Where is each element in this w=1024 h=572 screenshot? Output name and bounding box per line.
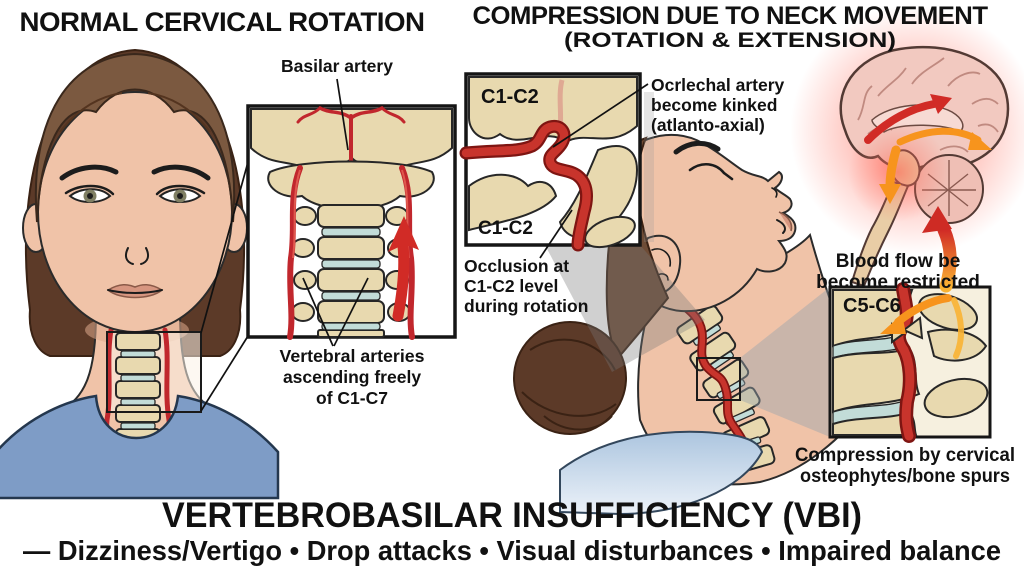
footer-title: VERTEBROBASILAR INSUFFICIENCY (VBI) bbox=[162, 496, 862, 535]
front-figure bbox=[0, 48, 280, 500]
kinked-pointer bbox=[552, 83, 649, 148]
compression-label-1: Compression by cervical bbox=[795, 445, 1015, 466]
spine-callout-rect bbox=[696, 357, 741, 401]
flow-tail bbox=[951, 297, 964, 359]
occlusion-pointer bbox=[539, 209, 573, 259]
kinked-artery bbox=[461, 122, 591, 250]
face-features bbox=[59, 164, 211, 299]
c2-facet bbox=[584, 215, 636, 249]
bun-swirls bbox=[521, 338, 617, 431]
brain-flow-arrows bbox=[864, 94, 992, 204]
ischemia-glow bbox=[848, 122, 948, 222]
basilar-artery-art bbox=[296, 106, 406, 162]
blood-flow-label-2: become restricted bbox=[816, 272, 980, 293]
inset-c1c2 bbox=[459, 72, 654, 252]
kinked-label-1: Ocrlechal artery bbox=[651, 75, 785, 95]
brain-figure bbox=[790, 5, 1024, 288]
kinked-label-2: become kinked bbox=[651, 95, 777, 115]
hair-front bbox=[34, 52, 236, 223]
compression-arrow-head bbox=[880, 314, 906, 334]
cervical-column bbox=[291, 204, 411, 338]
c1c2-top-label: C1-C2 bbox=[481, 86, 539, 108]
callout-line-top bbox=[200, 161, 249, 334]
footer-symptoms: — Dizziness/Vertigo • Drop attacks • Vis… bbox=[23, 535, 1001, 566]
blood-flow-label-1: Blood flow be bbox=[836, 251, 961, 272]
compression-label-2: osteophytes/bone spurs bbox=[800, 466, 1010, 487]
vertebral-label-1: Vertebral arteries bbox=[280, 346, 425, 366]
inset-c5c6 bbox=[828, 282, 992, 443]
c1-bone bbox=[468, 173, 558, 232]
process-lower bbox=[923, 377, 989, 419]
occlusion-label-1: Occlusion at bbox=[464, 256, 569, 276]
profile-face-features bbox=[673, 140, 793, 234]
labels: NORMAL CERVICAL ROTATION COMPRESSION DUE… bbox=[20, 2, 1016, 566]
c1c2-bottom-label: C1-C2 bbox=[478, 218, 533, 239]
c5c6-label: C5-C6 bbox=[843, 295, 901, 317]
wedge-c5c6 bbox=[740, 287, 830, 437]
vertebral-pointer-right bbox=[333, 277, 369, 347]
occlusion-label-3: during rotation bbox=[464, 296, 588, 316]
basilar-artery-label: Basilar artery bbox=[281, 56, 393, 76]
shirt bbox=[0, 394, 280, 500]
inset-shadow bbox=[644, 92, 654, 242]
vertebral-label-3: of C1-C7 bbox=[316, 388, 388, 408]
shirt-profile bbox=[559, 430, 764, 516]
occlusion-label-2: C1-C2 level bbox=[464, 276, 558, 296]
neck-callout-rect bbox=[106, 331, 202, 413]
left-panel-title: NORMAL CERVICAL ROTATION bbox=[20, 7, 425, 37]
bone-spur-right bbox=[902, 316, 924, 340]
compression-panel-subtitle: (ROTATION & EXTENSION) bbox=[564, 29, 896, 52]
up-arrow bbox=[388, 216, 419, 322]
wedge-c1c2 bbox=[545, 245, 705, 372]
compression-panel-title: COMPRESSION DUE TO NECK MOVEMENT bbox=[473, 2, 988, 30]
vertebral-label-2: ascending freely bbox=[283, 367, 421, 387]
cervical-spine-profile bbox=[665, 270, 776, 475]
restricted-flow-arrow bbox=[922, 206, 957, 293]
vertebral-pointer-left bbox=[302, 277, 334, 347]
kinked-label-3: (atlanto-axial) bbox=[651, 115, 765, 135]
inset-normal-arteries bbox=[246, 104, 457, 340]
callout-line-bottom bbox=[200, 335, 249, 412]
basilar-pointer bbox=[336, 78, 349, 151]
